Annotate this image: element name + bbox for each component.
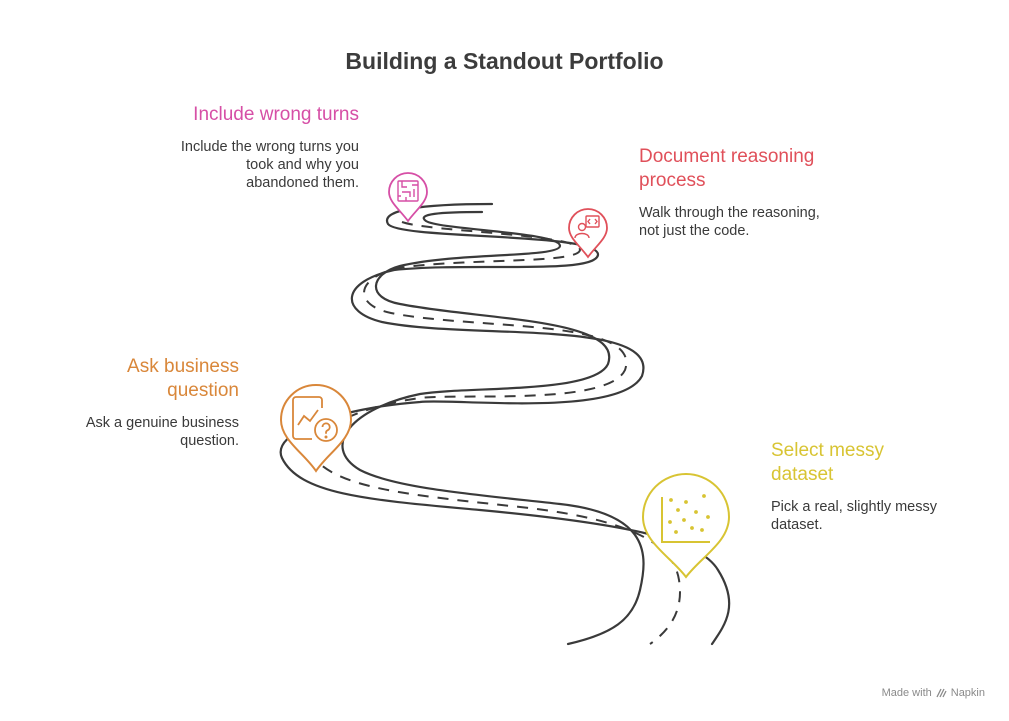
step-description-document-reasoning: Walk through the reasoning, not just the… [639,205,820,239]
step-description-select-messy-dataset: Pick a real, slightly messy dataset. [771,499,937,533]
maze-icon [397,180,419,202]
marker-include-wrong-turns [388,172,428,223]
marker-ask-business-question [279,384,353,473]
step-heading-select-messy-dataset: Select messy dataset [771,440,884,485]
chart-question-icon [292,396,338,442]
step-heading-document-reasoning: Document reasoning process [639,146,815,191]
road-edge-inner [341,210,645,646]
code-person-icon [574,215,600,239]
step-heading-include-wrong-turns: Include wrong turns [193,104,359,125]
marker-document-reasoning [568,208,608,259]
napkin-logo-icon [936,688,947,698]
watermark-brand: Napkin [950,687,985,699]
napkin-watermark[interactable]: Made with Napkin [882,687,985,699]
step-description-include-wrong-turns: Include the wrong turns you took and why… [180,139,359,191]
marker-select-messy-dataset [641,473,731,579]
road-center-dashes [312,221,681,645]
step-heading-ask-business-question: Ask business question [127,356,239,401]
watermark-prefix: Made with [881,687,932,699]
page-title: Building a Standout Portfolio [345,48,664,74]
scatter-plot-icon [661,494,710,543]
step-description-ask-business-question: Ask a genuine business question. [85,415,239,449]
